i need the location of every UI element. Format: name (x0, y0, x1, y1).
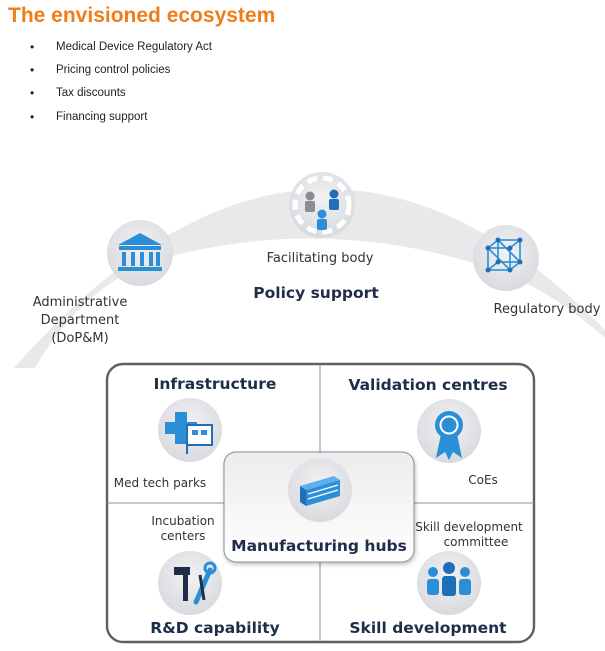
bullet-dot: • (30, 40, 35, 54)
policy-arc-band (14, 188, 605, 368)
award-rosette-icon (417, 399, 481, 463)
people-group-icon (289, 172, 355, 238)
admin-label-line1: Administrative (33, 295, 128, 310)
hub-title: Manufacturing hubs (231, 537, 407, 555)
page-title: The envisioned ecosystem (8, 4, 276, 27)
rnd-label-line1: Incubation (151, 514, 214, 528)
bullet-item: • Medical Device Regulatory Act (30, 36, 212, 59)
bullet-item: • Pricing control policies (30, 59, 212, 82)
bullet-item: • Tax discounts (30, 82, 212, 105)
tools-icon (158, 551, 222, 615)
policy-support-label: Policy support (253, 284, 379, 302)
bullet-text: Tax discounts (56, 87, 126, 100)
facilitating-label: Facilitating body (267, 251, 374, 266)
bullet-text: Medical Device Regulatory Act (56, 41, 212, 53)
network-cube-icon (473, 225, 539, 291)
government-building-icon (107, 220, 173, 286)
validation-label: CoEs (468, 473, 498, 487)
admin-label-line3: (DoP&M) (51, 331, 108, 346)
admin-label-line2: Department (41, 313, 120, 328)
bullet-dot: • (30, 109, 35, 124)
bullet-text: Financing support (56, 110, 148, 123)
hospital-building-icon (158, 398, 222, 462)
factory-icon (288, 458, 352, 522)
regulatory-label: Regulatory body (494, 302, 601, 317)
rnd-label-line2: centers (161, 529, 206, 543)
infrastructure-label: Med tech parks (114, 476, 206, 490)
rnd-title: R&D capability (150, 619, 279, 637)
skill-label-line2: committee (444, 535, 509, 549)
bullet-item: • Financing support (30, 106, 212, 129)
bullet-list: • Medical Device Regulatory Act • Pricing … (30, 36, 212, 129)
bullet-text: Pricing control policies (56, 64, 171, 77)
validation-title: Validation centres (348, 376, 507, 394)
skill-title: Skill development (349, 619, 507, 637)
bullet-dot: • (30, 63, 35, 78)
team-icon (417, 551, 481, 615)
bullet-dot: • (30, 86, 35, 101)
skill-label-line1: Skill development (415, 520, 523, 534)
infrastructure-title: Infrastructure (154, 375, 277, 393)
